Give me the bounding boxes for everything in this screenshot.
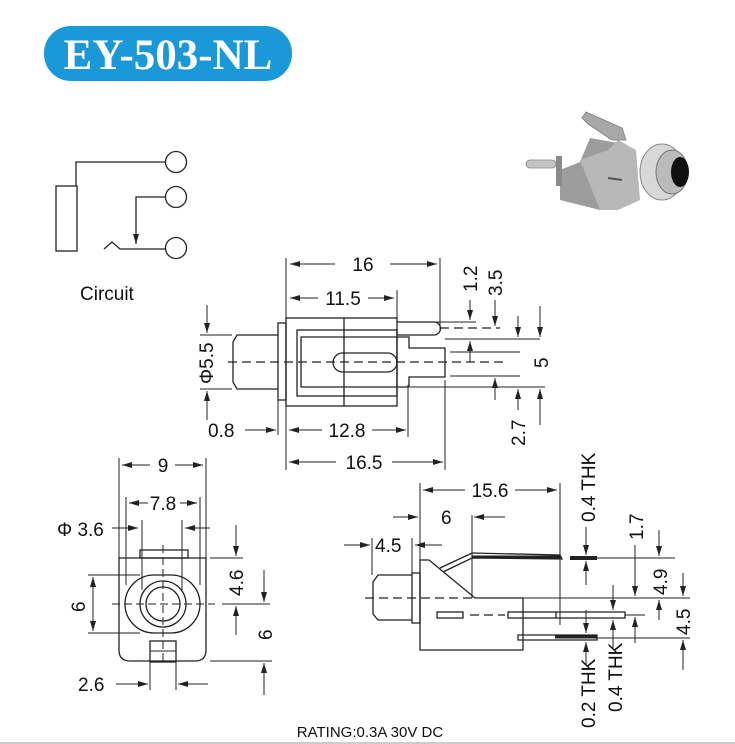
product-photo <box>525 111 689 210</box>
dim-15-6: 15.6 <box>472 481 509 502</box>
dim-7-8: 7.8 <box>150 494 176 515</box>
title-badge: EY-503-NL <box>44 26 292 81</box>
circuit-diagram: Circuit <box>55 150 188 305</box>
rating-text: RATING:0.3A 30V DC <box>297 724 444 741</box>
dim-4-6: 4.6 <box>227 570 248 596</box>
thk-top: 0.4 THK <box>579 452 600 522</box>
side-view-drawing: 15.6 6 4.5 0.4 THK 1.7 <box>344 452 695 728</box>
dim-phi-3-6: Φ 3.6 <box>57 520 104 541</box>
dim-1-7: 1.7 <box>627 514 648 540</box>
dim-1-2: 1.2 <box>461 266 482 292</box>
dim-6-right: 6 <box>256 629 277 640</box>
circuit-label: Circuit <box>80 284 135 305</box>
dim-4-5-left: 4.5 <box>375 536 401 557</box>
dim-0-8: 0.8 <box>208 421 234 442</box>
thk-0-4: 0.4 THK <box>606 642 627 712</box>
dim-9: 9 <box>158 456 169 477</box>
dim-4-5-right: 4.5 <box>674 609 695 635</box>
dim-phi-5-5: Φ5.5 <box>197 342 218 384</box>
dim-16-5: 16.5 <box>346 453 383 474</box>
top-view-drawing: 16 11.5 1.2 3.5 5 2.7 <box>197 255 553 474</box>
dim-5: 5 <box>532 357 553 368</box>
front-view-drawing: 9 7.8 Φ 3.6 6 4.6 6 2.6 <box>57 456 277 696</box>
dim-6-side: 6 <box>441 508 452 529</box>
thk-0-2: 0.2 THK <box>579 658 600 728</box>
dim-2-7: 2.7 <box>509 420 530 446</box>
dim-4-9: 4.9 <box>651 569 672 595</box>
dim-2-6: 2.6 <box>78 675 104 696</box>
dim-11-5: 11.5 <box>325 289 361 310</box>
dim-12-8: 12.8 <box>329 421 366 442</box>
dim-3-5: 3.5 <box>486 270 507 296</box>
dim-16: 16 <box>352 255 373 276</box>
product-title: EY-503-NL <box>64 32 273 79</box>
dim-6-left: 6 <box>69 601 90 612</box>
